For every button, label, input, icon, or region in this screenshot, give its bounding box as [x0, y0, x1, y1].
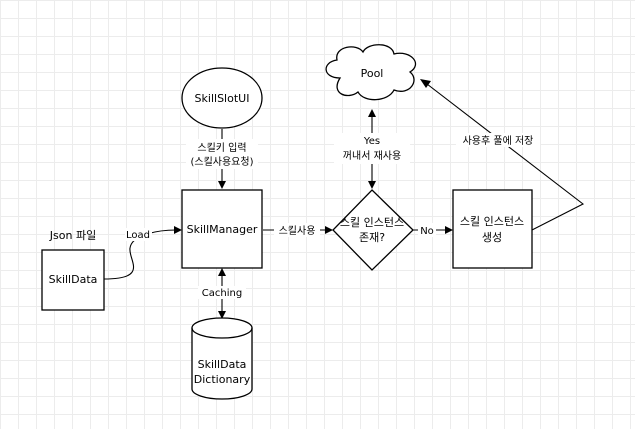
node-skilldata-dictionary: SkillData Dictionary: [191, 317, 253, 400]
node-create-instance: 스킬 인스턴스 생성: [452, 189, 533, 269]
label-use-skill: 스킬사용: [274, 223, 320, 237]
decision-label-line2: 존재?: [359, 231, 385, 244]
skillslotui-label: SkillSlotUI: [195, 92, 250, 105]
edge-create-to-pool: [420, 79, 585, 231]
yes-label-line2: 꺼내서 재사용: [343, 150, 401, 162]
edge-skilldata-to-manager: [103, 226, 182, 280]
label-load: Load: [125, 228, 152, 241]
input-label-line2: (스킬사용요청): [190, 155, 253, 168]
node-decision: 스킬 인스턴스 존재?: [332, 189, 414, 271]
node-skillslotui: SkillSlotUI: [181, 67, 263, 129]
use-skill-label: 스킬사용: [279, 224, 316, 237]
skillmanager-label: SkillManager: [187, 223, 258, 236]
create-label-line2: 생성: [482, 231, 502, 244]
node-skillmanager: SkillManager: [181, 189, 263, 269]
load-label: Load: [126, 230, 150, 241]
label-caching: Caching: [198, 286, 246, 299]
return-pool-label: 사용후 풀에 저장: [463, 135, 534, 147]
yes-label-line1: Yes: [363, 136, 380, 147]
skilldata-label: SkillData: [49, 273, 98, 286]
node-pool: Pool: [325, 44, 417, 101]
json-file-label: Json 파일: [49, 228, 96, 242]
create-label-line1: 스킬 인스턴스: [460, 215, 524, 228]
no-label: No: [420, 226, 434, 237]
label-skill-input: 스킬키 입력 (스킬사용요청): [186, 139, 258, 169]
label-yes-reuse: Yes 꺼내서 재사용: [334, 133, 410, 164]
pool-label: Pool: [361, 67, 384, 80]
input-label-line1: 스킬키 입력: [197, 141, 246, 154]
decision-label-line1: 스킬 인스턴스: [340, 216, 404, 229]
label-return-pool: 사용후 풀에 저장: [456, 133, 540, 147]
caching-label: Caching: [202, 288, 242, 299]
dictionary-label-line1: SkillData: [198, 358, 247, 371]
label-no: No: [418, 223, 436, 237]
node-skilldata: SkillData: [41, 249, 105, 311]
dictionary-label-line2: Dictionary: [194, 373, 251, 386]
